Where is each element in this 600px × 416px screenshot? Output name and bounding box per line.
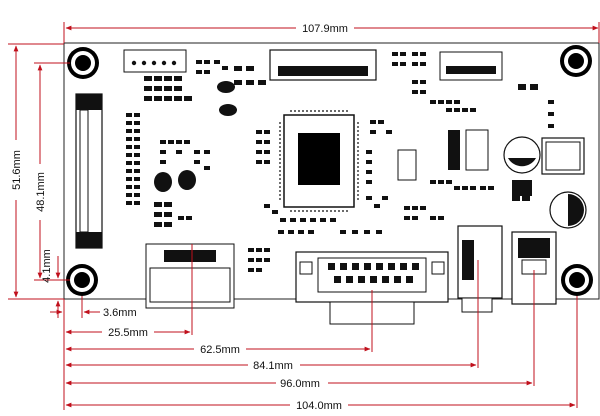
hole-left-offset-label: 3.6mm (103, 307, 137, 319)
jack-1 (457, 225, 503, 313)
fpc-connector (75, 93, 103, 249)
mounting-hole-top-right (560, 45, 592, 77)
top-right-connector (439, 51, 503, 81)
mounting-hole-top-left (67, 47, 99, 79)
mounting-hole-bottom-left (66, 264, 98, 296)
hole-horizontal-spacing-label: 104.0mm (296, 400, 342, 412)
inductor (541, 137, 585, 175)
crystal-oscillators (154, 81, 237, 192)
vga-connector (295, 251, 449, 325)
overall-width-label: 107.9mm (302, 23, 348, 35)
hole-vertical-spacing-label: 48.1mm (35, 172, 47, 212)
electrolytic-capacitors (503, 136, 587, 229)
soic-chips (397, 129, 532, 196)
smd-components (126, 52, 554, 272)
pin-header-top (123, 49, 187, 73)
overall-height-label: 51.6mm (11, 150, 23, 190)
jack-1-distance-label: 84.1mm (253, 360, 293, 372)
jack-2-distance-label: 96.0mm (280, 378, 320, 390)
mounting-hole-bottom-right (561, 264, 593, 296)
fpc-connector-top (269, 49, 377, 81)
main-ic-chip (279, 110, 359, 212)
vga-connector-distance-label: 62.5mm (200, 344, 240, 356)
lvds-connector-distance-label: 25.5mm (108, 327, 148, 339)
hole-bottom-offset-label: 4.1mm (41, 249, 53, 283)
lvds-connector (145, 243, 235, 309)
